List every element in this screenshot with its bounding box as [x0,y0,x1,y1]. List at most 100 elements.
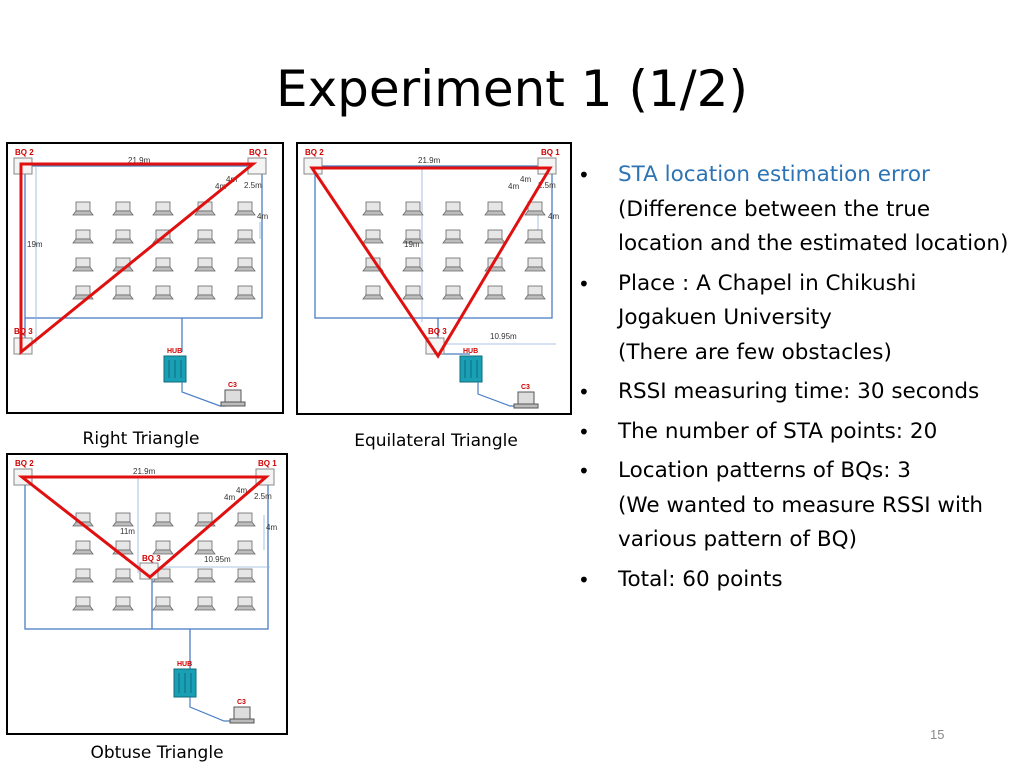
bullet-highlight: STA location estimation error [618,162,930,187]
laptop-icon [362,201,384,216]
laptop-icon [524,257,546,272]
bullet-text: The number of STA points: 20 [618,418,938,444]
laptop-icon [194,596,216,611]
laptop-icon [484,229,506,244]
laptop-icon [112,512,134,527]
laptop-icon [72,257,94,272]
obtuse-triangle-svg: BQ 2 BQ 1 BQ 3 21.9m 11m 10.95m 4m 4m 2.… [13,459,277,724]
bullet-text: (There are few obstacles) [618,339,892,365]
bullet-item: Place : A Chapel in Chikushi Jogakuen Un… [578,267,1018,371]
dimension-4m: 4m [508,182,519,191]
caption-equilateral-triangle: Equilateral Triangle [354,431,518,451]
laptop-icon [234,285,256,300]
c3-computer-icon [229,706,255,724]
laptop-icon [234,540,256,555]
dimension-4m: 4m [266,523,277,532]
bq1-label: BQ 1 [249,148,268,157]
laptop-icon [72,596,94,611]
bq3-label: BQ 3 [14,327,33,336]
dimension-2-5m: 2.5m [254,492,272,501]
laptop-icon [72,201,94,216]
height-dimension: 19m [27,240,43,249]
laptop-icon [484,201,506,216]
dimension-4m: 4m [215,182,226,191]
bullet-text: Location patterns of BQs: 3 [618,458,911,483]
right-triangle-diagram: BQ 2 BQ 1 BQ 3 21.9m 19m 4m 4m 2.5m 4m H… [6,142,284,414]
bq3-label: BQ 3 [142,554,161,563]
offset-dimension: 10.95m [490,332,517,341]
laptop-icon [402,285,424,300]
laptop-grid [72,201,256,300]
hub-icon [163,355,187,383]
c3-label: C3 [521,384,530,391]
bullet-text: (Difference between the true location an… [618,196,1009,257]
laptop-icon [402,201,424,216]
laptop-icon [442,257,464,272]
laptop-icon [442,201,464,216]
laptop-icon [234,568,256,583]
laptop-icon [152,596,174,611]
laptop-icon [234,229,256,244]
laptop-icon [194,229,216,244]
floor-plan [24,165,263,352]
bullet-item: The number of STA points: 20 [578,415,1018,450]
bq1-label: BQ 1 [258,459,277,468]
bq2-label: BQ 2 [15,459,34,468]
bullet-item: Total: 60 points [578,563,1018,598]
laptop-icon [112,285,134,300]
dimension-2-5m: 2.5m [538,181,556,190]
laptop-icon [112,229,134,244]
laptop-icon [362,285,384,300]
width-dimension: 21.9m [133,467,156,476]
triangle-overlay [309,166,553,359]
c3-label: C3 [228,382,237,389]
laptop-icon [194,568,216,583]
dimension-4m: 4m [224,493,235,502]
bq2-device [303,157,323,175]
laptop-icon [152,201,174,216]
height-dimension: 11m [120,527,135,536]
laptop-icon [152,540,174,555]
laptop-icon [524,285,546,300]
right-triangle-svg: BQ 2 BQ 1 BQ 3 21.9m 19m 4m 4m 2.5m 4m H… [13,148,268,407]
width-dimension: 21.9m [418,156,441,165]
equilateral-triangle-svg: BQ 2 BQ 1 BQ 3 21.9m 19m 10.95m 4m 4m 2.… [303,148,560,409]
laptop-icon [112,568,134,583]
bq2-label: BQ 2 [305,148,324,157]
laptop-icon [362,229,384,244]
laptop-icon [194,257,216,272]
dimension-4m: 4m [520,175,531,184]
slide-title: Experiment 1 (1/2) [276,60,748,118]
obtuse-triangle-diagram: BQ 2 BQ 1 BQ 3 21.9m 11m 10.95m 4m 4m 2.… [6,453,288,735]
hub-icon [459,355,483,383]
laptop-icon [484,285,506,300]
bullet-text: RSSI measuring time: 30 seconds [618,379,980,404]
laptop-icon [152,512,174,527]
hub-icon [173,668,197,698]
dimension-lines [35,166,261,344]
triangle-overlay [19,162,258,356]
laptop-icon [72,229,94,244]
bq2-device [13,157,33,175]
bullet-text: Place : A Chapel in Chikushi Jogakuen Un… [618,270,917,331]
bq1-device [247,157,267,175]
c3-label: C3 [237,699,246,706]
bullet-text: (We wanted to measure RSSI with various … [618,492,984,553]
caption-right-triangle: Right Triangle [82,429,200,449]
offset-dimension: 10.95m [204,555,231,564]
bullet-item: STA location estimation error (Differenc… [578,158,1018,262]
laptop-icon [524,229,546,244]
dimension-2-5m: 2.5m [244,181,262,190]
bq3-label: BQ 3 [428,327,447,336]
laptop-icon [402,257,424,272]
hub-label: HUB [463,348,478,355]
laptop-icon [234,201,256,216]
bullet-text: Total: 60 points [618,566,783,592]
laptop-icon [112,201,134,216]
laptop-icon [234,596,256,611]
laptop-icon [524,201,546,216]
laptop-icon [194,285,216,300]
bq3-device [13,337,33,355]
height-dimension: 19m [404,240,420,249]
dimension-4m: 4m [236,486,247,495]
